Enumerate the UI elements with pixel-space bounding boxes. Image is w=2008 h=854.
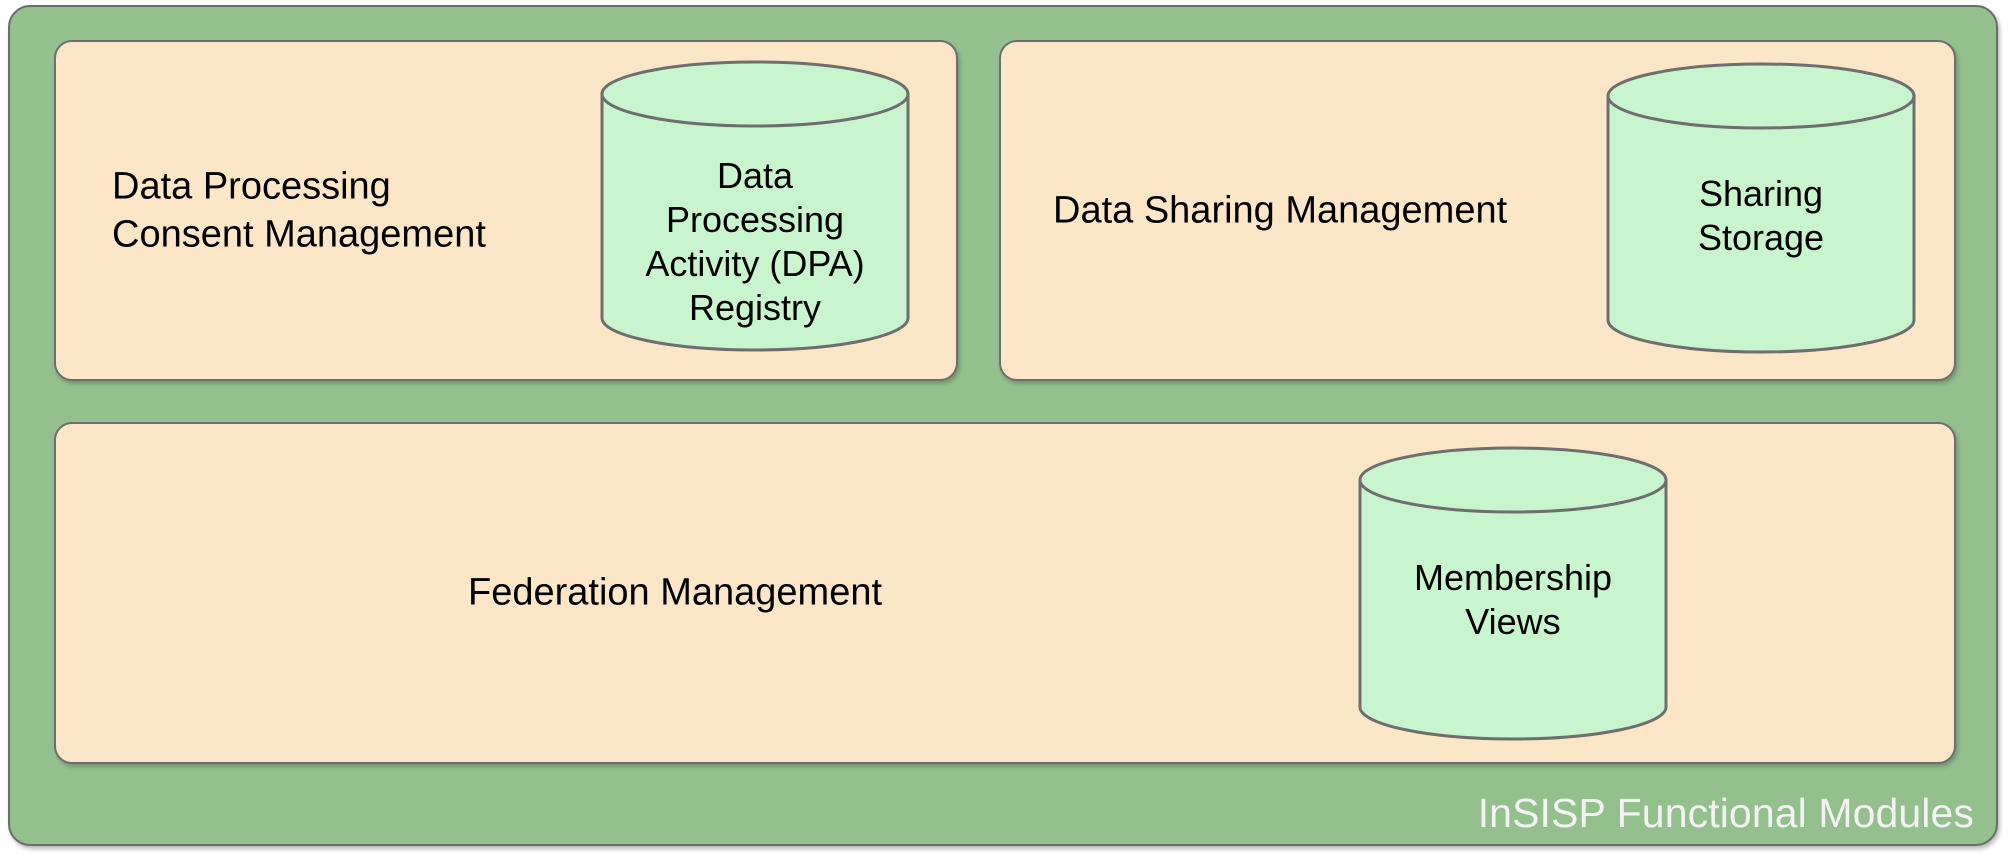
datastore-label-data-processing-activity-registry: Data Processing Activity (DPA) Registry xyxy=(645,155,865,328)
module-box-federation-management[interactable]: Federation Management Membership Views xyxy=(54,422,1956,764)
module-box-data-processing-consent-management[interactable]: Data Processing Consent Management Data … xyxy=(54,40,958,381)
datastore-label-sharing-storage: Sharing Storage xyxy=(1697,173,1825,258)
module-title-data-sharing-management: Data Sharing Management xyxy=(1053,189,1508,232)
datastore-data-processing-activity-registry[interactable]: Data Processing Activity (DPA) Registry xyxy=(600,60,910,352)
module-box-data-sharing-management[interactable]: Data Sharing Management Sharing Storage xyxy=(999,40,1956,381)
cylinder-icon xyxy=(1606,62,1916,354)
container-label-insisp-functional-modules: InSISP Functional Modules xyxy=(1477,789,1974,836)
datastore-sharing-storage[interactable]: Sharing Storage xyxy=(1606,62,1916,354)
module-title-data-processing-consent-management: Data Processing Consent Management xyxy=(112,164,486,256)
datastore-label-membership-views: Membership Views xyxy=(1413,557,1613,642)
insisp-functional-modules-container: Data Processing Consent Management Data … xyxy=(8,5,1998,846)
datastore-membership-views[interactable]: Membership Views xyxy=(1358,446,1668,741)
cylinder-icon xyxy=(600,60,910,352)
cylinder-icon xyxy=(1358,446,1668,741)
module-title-federation-management: Federation Management xyxy=(467,571,883,614)
